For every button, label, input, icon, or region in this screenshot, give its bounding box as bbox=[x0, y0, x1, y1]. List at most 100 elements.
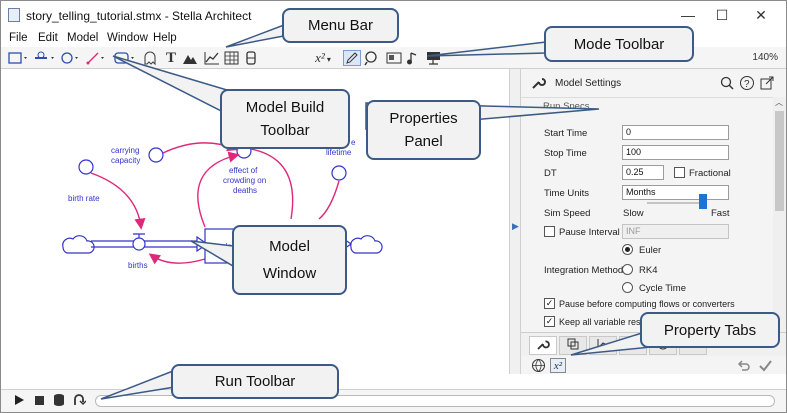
popout-icon[interactable] bbox=[759, 75, 775, 94]
run-specs-section: Run Specs Start Time 0 Stop Time 100 DT … bbox=[521, 97, 773, 332]
stop-time-label: Stop Time bbox=[544, 148, 587, 159]
sim-speed-fast: Fast bbox=[711, 208, 730, 219]
ghost-icon[interactable] bbox=[141, 50, 159, 66]
play-icon[interactable] bbox=[11, 393, 27, 409]
apply-check-icon[interactable] bbox=[757, 358, 773, 373]
connector[interactable] bbox=[197, 151, 240, 228]
story-icon[interactable] bbox=[425, 50, 443, 66]
menu-window[interactable]: Window bbox=[107, 32, 148, 44]
scrollbar-thumb[interactable] bbox=[775, 111, 784, 211]
time-units-field[interactable]: Months bbox=[622, 185, 729, 200]
interface-icon[interactable] bbox=[385, 50, 403, 66]
stop-icon[interactable] bbox=[31, 393, 47, 409]
svg-text:?: ? bbox=[744, 79, 750, 90]
carrying-capacity-label: capacity bbox=[111, 156, 140, 165]
connector[interactable] bbox=[318, 180, 340, 220]
pause-interval-field[interactable]: INF bbox=[622, 224, 729, 239]
carrying-capacity-label: carrying bbox=[111, 146, 139, 155]
callout-line: Model bbox=[269, 238, 310, 255]
table-icon[interactable] bbox=[223, 50, 241, 66]
panel-header: Model Settings ? bbox=[521, 69, 786, 97]
flow-icon[interactable] bbox=[33, 50, 57, 66]
section-heading: Run Specs bbox=[543, 101, 590, 112]
window-title: story_telling_tutorial.stmx - Stella Arc… bbox=[26, 9, 252, 23]
sink-cloud bbox=[350, 235, 383, 254]
source-cloud bbox=[62, 235, 95, 254]
fractional-checkbox[interactable] bbox=[674, 167, 685, 178]
number-icon[interactable] bbox=[243, 50, 261, 66]
connector[interactable] bbox=[250, 148, 294, 220]
start-time-label: Start Time bbox=[544, 128, 588, 139]
effect-label: crowding on bbox=[223, 176, 266, 185]
undo-icon[interactable] bbox=[735, 358, 751, 373]
close-button[interactable]: ✕ bbox=[755, 7, 767, 23]
connector[interactable] bbox=[148, 253, 206, 265]
lifetime-converter[interactable] bbox=[331, 165, 347, 181]
callout-line: Toolbar bbox=[260, 122, 310, 139]
stop-time-field[interactable]: 100 bbox=[622, 145, 729, 160]
birth-rate-label: birth rate bbox=[68, 194, 100, 203]
birth-rate-converter[interactable] bbox=[78, 159, 94, 175]
app-icon bbox=[8, 8, 20, 22]
lifetime-label: e bbox=[351, 138, 356, 147]
births-valve[interactable] bbox=[132, 237, 146, 251]
panel-footer: x² bbox=[521, 356, 786, 374]
music-icon[interactable] bbox=[405, 50, 421, 66]
help-icon[interactable]: ? bbox=[739, 75, 755, 94]
search-icon[interactable] bbox=[719, 75, 735, 94]
equation-editor-icon[interactable]: x² bbox=[550, 358, 566, 373]
restore-icon[interactable] bbox=[71, 393, 87, 409]
menu-file[interactable]: File bbox=[9, 32, 28, 44]
start-time-field[interactable]: 0 bbox=[622, 125, 729, 140]
magnify-icon[interactable] bbox=[363, 50, 381, 66]
zoom-level[interactable]: 140% bbox=[752, 52, 778, 63]
pause-interval-checkbox[interactable] bbox=[544, 226, 555, 237]
module-icon[interactable] bbox=[113, 50, 137, 66]
pause-before-checkbox[interactable]: ✓ bbox=[544, 298, 555, 309]
sim-speed-thumb[interactable] bbox=[699, 194, 707, 209]
panel-splitter[interactable]: ▶ bbox=[509, 69, 521, 374]
pencil-icon[interactable] bbox=[343, 50, 361, 66]
expand-arrow-icon[interactable]: ▶ bbox=[512, 221, 519, 231]
rk4-radio[interactable] bbox=[622, 264, 633, 275]
connector-icon[interactable] bbox=[85, 50, 109, 66]
carrying-capacity-converter[interactable] bbox=[148, 147, 164, 163]
graph-icon[interactable] bbox=[203, 50, 221, 66]
tab-equation[interactable] bbox=[559, 336, 587, 355]
globe-icon[interactable] bbox=[530, 358, 546, 373]
minimize-button[interactable]: — bbox=[681, 7, 695, 23]
tab-graph[interactable] bbox=[589, 336, 617, 355]
equation-label: x² bbox=[315, 50, 325, 65]
sim-speed-slider[interactable] bbox=[647, 202, 707, 204]
menu-model[interactable]: Model bbox=[67, 32, 99, 44]
maximize-button[interactable]: ☐ bbox=[715, 7, 729, 23]
image-icon[interactable] bbox=[181, 50, 199, 66]
converter-icon[interactable] bbox=[59, 50, 83, 66]
keep-all-checkbox[interactable]: ✓ bbox=[544, 316, 555, 327]
births-label: births bbox=[128, 261, 148, 270]
euler-radio[interactable] bbox=[622, 244, 633, 255]
equation-icon[interactable]: x² ▾ bbox=[315, 50, 331, 65]
pause-before-label: Pause before computing flows or converte… bbox=[559, 299, 735, 309]
connector[interactable] bbox=[90, 172, 146, 230]
menu-help[interactable]: Help bbox=[153, 32, 177, 44]
callout-run-toolbar: Run Toolbar bbox=[171, 364, 339, 399]
cycle-time-radio[interactable] bbox=[622, 282, 633, 293]
panel-scrollbar[interactable]: ︿ bbox=[773, 97, 786, 332]
integration-method-label: Integration Method bbox=[544, 265, 624, 276]
rk4-label: RK4 bbox=[639, 265, 658, 276]
database-icon[interactable] bbox=[51, 393, 67, 409]
tab-model-settings[interactable] bbox=[529, 336, 557, 355]
stock-icon[interactable] bbox=[7, 50, 29, 66]
callout-line: Window bbox=[262, 265, 317, 282]
menu-bar: File Edit Model Window Help bbox=[1, 29, 786, 47]
callout-menu-bar: Menu Bar bbox=[282, 8, 399, 43]
menu-edit[interactable]: Edit bbox=[38, 32, 58, 44]
text-icon[interactable]: T bbox=[165, 50, 176, 66]
euler-label: Euler bbox=[639, 245, 662, 256]
scroll-up-icon[interactable]: ︿ bbox=[775, 98, 783, 107]
dt-label: DT bbox=[544, 168, 557, 179]
callout-line: Panel bbox=[404, 133, 443, 150]
keep-all-label: Keep all variable resu bbox=[559, 317, 646, 327]
dt-field[interactable]: 0.25 bbox=[622, 165, 664, 180]
